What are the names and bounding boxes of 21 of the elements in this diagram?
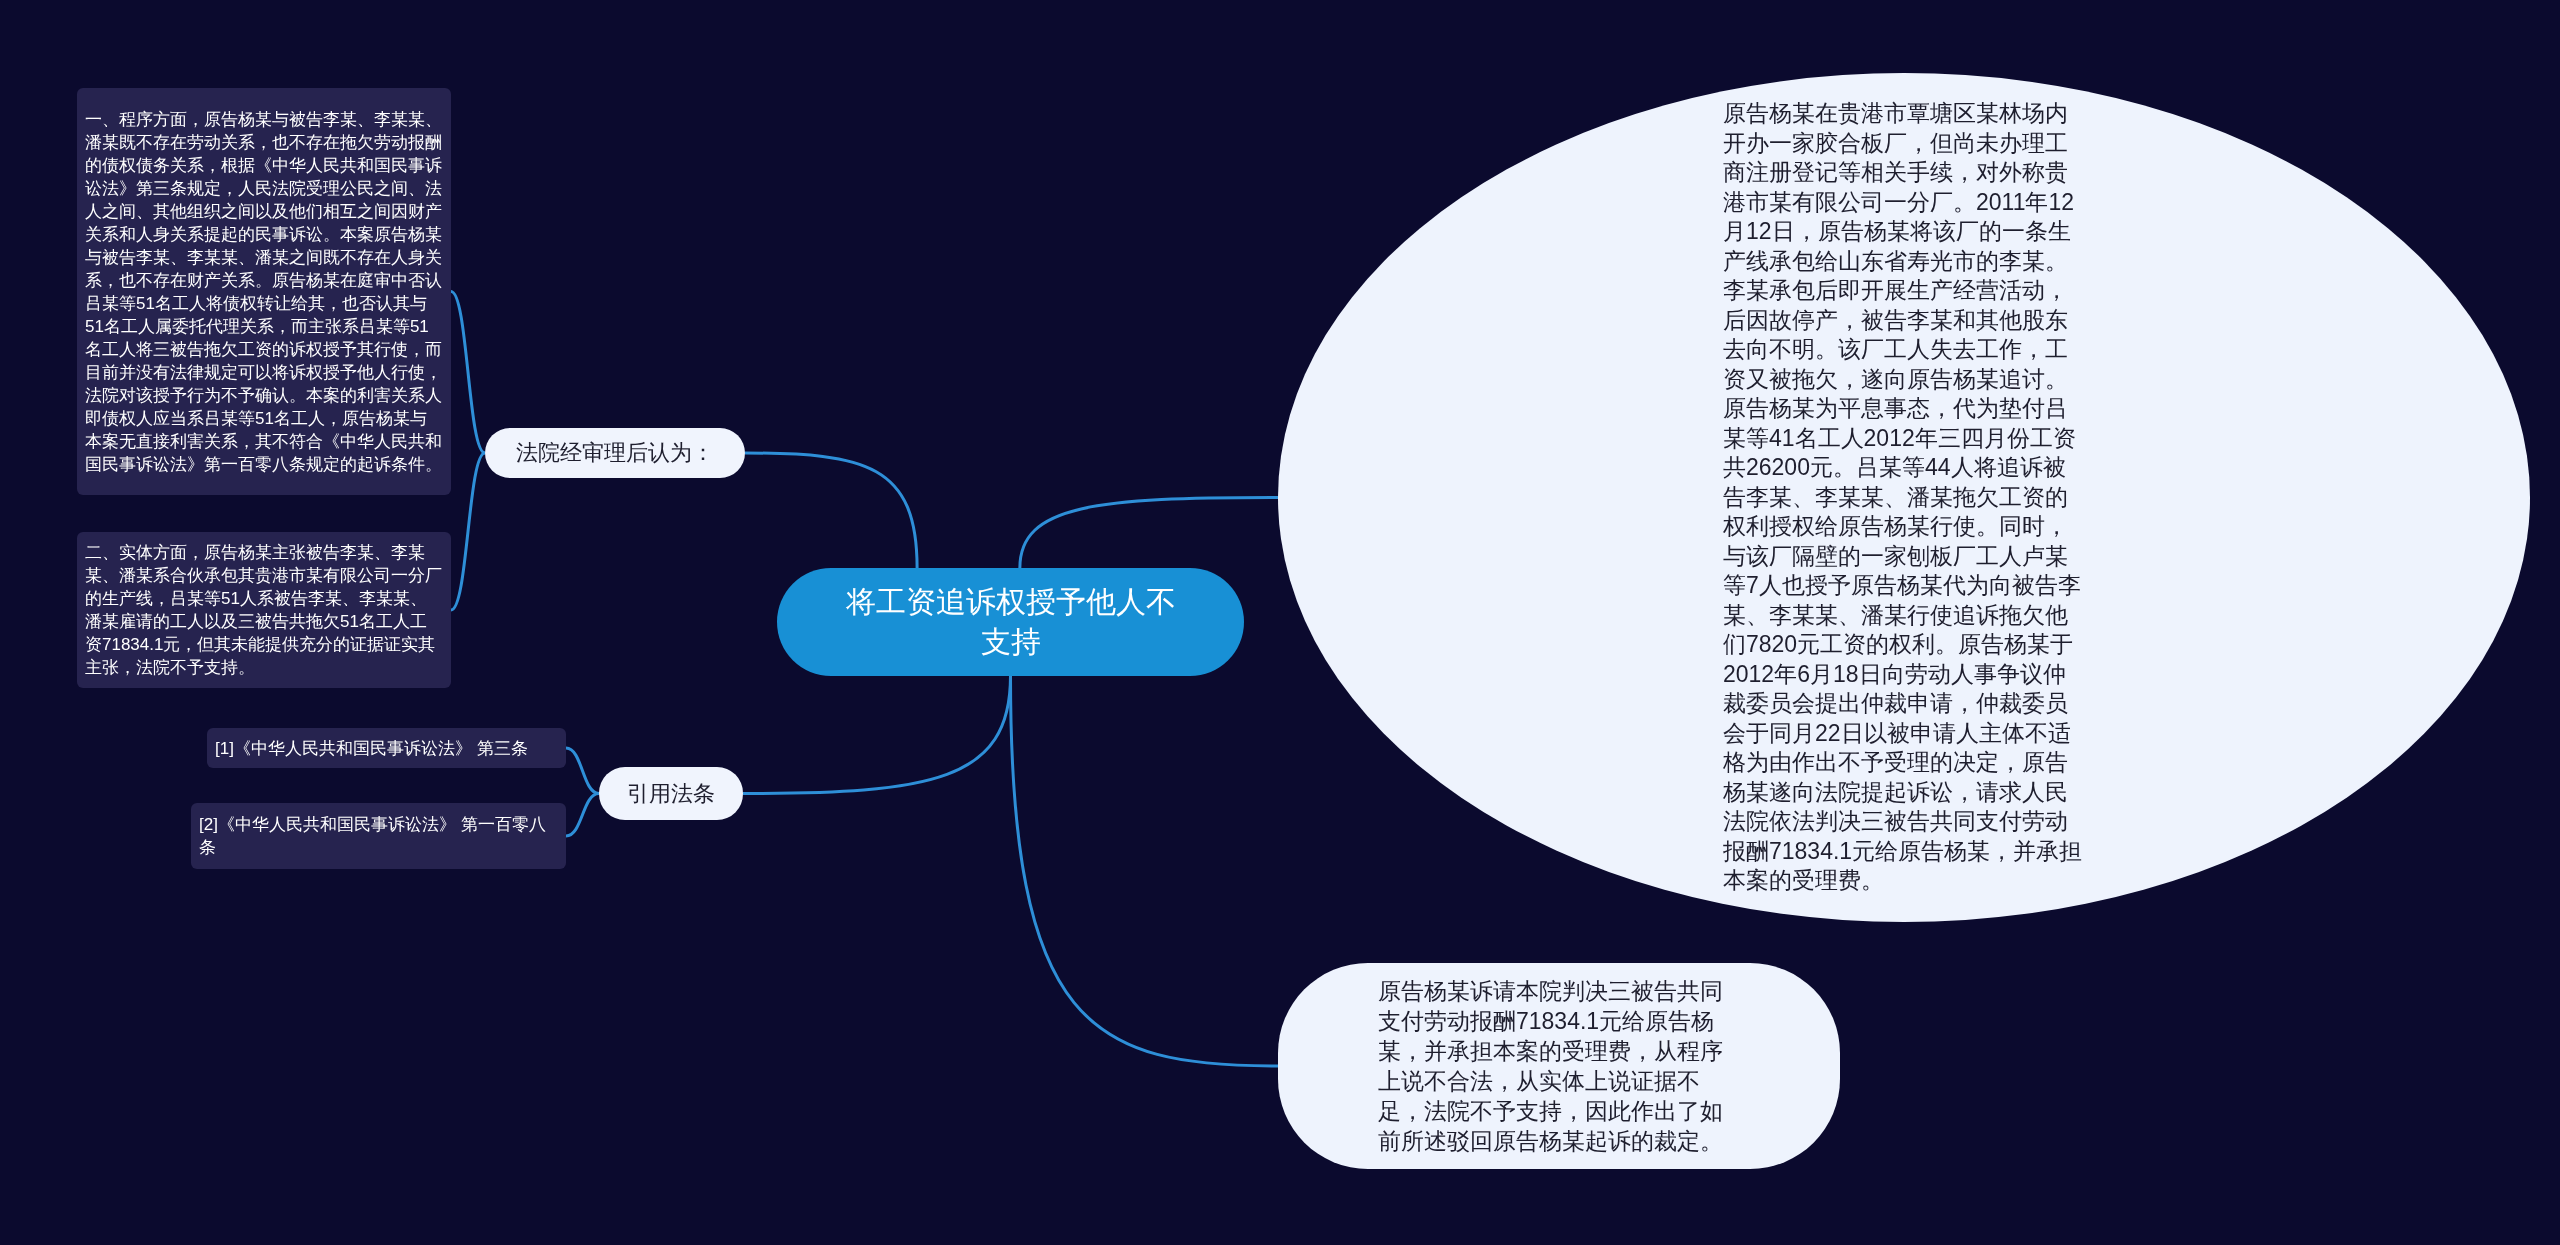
note-card [191, 803, 566, 869]
node-text: 引用法条 [627, 779, 715, 808]
connector-line [450, 451, 486, 612]
topic-text: 将工资追诉权授予他人不支持 [844, 584, 1177, 660]
connector-line [565, 792, 600, 838]
node-text: 原告杨某在贵港市覃塘区某林场内开办一家胶合板厂，但尚未办理工商注册登记等相关手续，对外称贵港市某有限公司一分厂。2011年12月12日，原告杨某将该厂的一条生产线承包给山东省寿光市的李某。李某承包后即开展生产经营活动，后因故停产，被告李某和其他股东去向不明。该厂工人失去工作，工资又被拖欠，遂向原告杨某追讨。原告杨某为平息事态，代为垫付吕某等41名工人2012年三四月份工资共26200元。吕某等44人将追诉被告李某、李某某、潘某拖欠工资的权利授权给原告杨某行使。同时，与该厂隔壁的一家刨板厂工人卢某等7人也授予原告杨某代为向被告李某、李某某、潘某行使追诉拖欠他们7820元工资的权利。原告杨某于2012年6月18日向劳动人事争议仲裁委员会提出仲裁申请，仲裁委员会于同月22日以被申请人主体不适格为由作出不予受理的决定，原告杨某遂向法院提起诉讼，请求人民法院依法判决三被告共同支付劳动报酬71834.1元给原告杨某，并承担本案的受理费。 [1723, 99, 2084, 896]
connector-line [565, 746, 600, 795]
connector-line [1009, 675, 1279, 1068]
note-card [207, 728, 566, 768]
note-text: 一、程序方面，原告杨某与被告李某、李某某、潘某既不存在劳动关系，也不存在拖欠劳动报酬的债权债务关系，根据《中华人民共和国民事诉讼法》第三条规定，人民法院受理公民之间、法人之间、其他组织之间以及他们相互之间因财产关系和人身关系提起的民事诉讼。本案原告杨某与被告李某、李某某、潘某之间既不存在人身关系，也不存在财产关系。原告杨某在庭审中否认吕某等51名工人将债权转让给其，也否认其与51名工人属委托代理关系，而主张系吕某等51名工人将三被告拖欠工资的诉权授予其行使，而目前并没有法律规定可以将诉权授予他人行使，法院对该授予行为不予确认。本案的利害关系人即债权人应当系吕某等51名工人，原告杨某与本案无直接利害关系，其不符合《中华人民共和国民事诉讼法》第一百零八条规定的起诉条件。 [85, 108, 443, 476]
note-text: [1]《中华人民共和国民事诉讼法》 第三条 [215, 737, 528, 760]
note-card [77, 532, 451, 688]
branch-box [599, 767, 743, 820]
connector-line [745, 451, 919, 569]
node-text: 法院经审理后认为： [516, 439, 714, 467]
branch-box [485, 428, 745, 478]
connector-line [1018, 496, 1278, 569]
connector-line [450, 290, 486, 455]
node-text: 原告杨某诉请本院判决三被告共同支付劳动报酬71834.1元给原告杨某，并承担本案的受理费，从程序上说不合法，从实体上说证据不足，法院不予支持，因此作出了如前所述驳回原告杨某起诉的裁定。 [1378, 977, 1724, 1156]
note-text: 二、实体方面，原告杨某主张被告李某、李某某、潘某系合伙承包其贵港市某有限公司一分厂的生产线，吕某等51人系被告李某、李某某、潘某雇请的工人以及三被告共拖欠51名工人工资71834.1元，但其未能提供充分的证据证实其主张，法院不予支持。 [85, 542, 443, 679]
note-text: [2]《中华人民共和国民事诉讼法》 第一百零八条 [199, 814, 547, 859]
